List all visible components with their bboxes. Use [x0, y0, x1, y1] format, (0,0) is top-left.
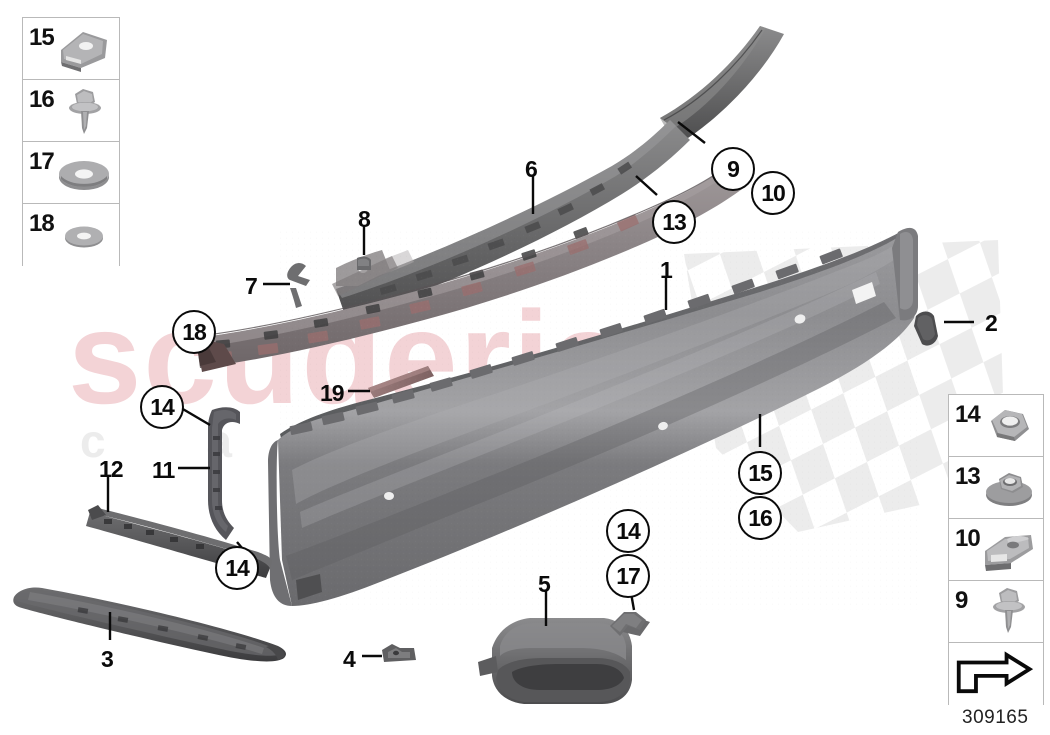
callout-1[interactable]: 1 [660, 257, 673, 283]
callout-circle-10[interactable]: 10 [751, 171, 795, 215]
callout-circle-14-c[interactable]: 14 [606, 509, 650, 553]
callout-8[interactable]: 8 [358, 206, 371, 232]
part-exhaust-tailpipe-trim [478, 616, 650, 704]
callout-circle-15[interactable]: 15 [738, 451, 782, 495]
panel-item-13-number: 13 [955, 463, 981, 490]
panel-item-14[interactable]: 14 [949, 395, 1043, 457]
panel-item-16[interactable]: 16 [23, 80, 119, 142]
callout-circle-17[interactable]: 17 [606, 554, 650, 598]
panel-item-9[interactable]: 9 [949, 581, 1043, 643]
callout-2[interactable]: 2 [985, 310, 998, 336]
diagram-code: 309165 [962, 707, 1029, 728]
panel-item-10[interactable]: 10 [949, 519, 1043, 581]
left-parts-panel: 15 16 17 [22, 17, 120, 266]
spring-clip-nut-icon [985, 535, 1033, 571]
part-retaining-clip [382, 644, 416, 662]
panel-item-15-number: 15 [29, 24, 55, 51]
callout-circle-13[interactable]: 13 [652, 200, 696, 244]
hex-flange-screw-icon [993, 588, 1025, 633]
panel-item-17[interactable]: 17 [23, 142, 119, 204]
callout-5[interactable]: 5 [538, 571, 551, 597]
clip-nut-icon [61, 32, 107, 72]
panel-item-18-number: 18 [29, 210, 55, 237]
panel-item-15[interactable]: 15 [23, 18, 119, 80]
small-washer-icon [65, 226, 103, 248]
panel-item-direction[interactable] [949, 643, 1043, 706]
callout-11[interactable]: 11 [152, 457, 175, 483]
part-vertical-guide-strip [208, 407, 240, 540]
panel-item-18[interactable]: 18 [23, 204, 119, 266]
right-parts-panel: 14 13 10 [948, 394, 1044, 706]
hex-flange-screw-icon [69, 89, 101, 134]
panel-item-16-number: 16 [29, 86, 55, 113]
callout-3[interactable]: 3 [101, 646, 114, 672]
callout-12[interactable]: 12 [99, 456, 124, 482]
panel-item-9-number: 9 [955, 587, 968, 614]
part-lower-bumper-trim [13, 587, 287, 662]
part-mounting-bracket [610, 612, 646, 636]
part-cap-clip [357, 256, 371, 270]
callout-circle-14-a[interactable]: 14 [140, 385, 184, 429]
direction-arrow-icon [956, 651, 1034, 694]
callout-6[interactable]: 6 [525, 156, 538, 182]
callout-19[interactable]: 19 [320, 380, 345, 406]
part-hook-bracket [287, 263, 310, 308]
panel-item-14-number: 14 [955, 401, 981, 428]
callout-circle-16[interactable]: 16 [738, 496, 782, 540]
panel-item-13[interactable]: 13 [949, 457, 1043, 519]
panel-item-10-number: 10 [955, 525, 981, 552]
callout-7[interactable]: 7 [245, 273, 258, 299]
hex-nut-icon [991, 410, 1029, 441]
flange-nut-icon [986, 473, 1032, 506]
large-washer-icon [59, 161, 109, 190]
callout-circle-14-b[interactable]: 14 [215, 546, 259, 590]
callout-circle-9[interactable]: 9 [711, 147, 755, 191]
callout-4[interactable]: 4 [343, 646, 356, 672]
callout-circle-18[interactable]: 18 [172, 310, 216, 354]
panel-item-17-number: 17 [29, 148, 55, 175]
